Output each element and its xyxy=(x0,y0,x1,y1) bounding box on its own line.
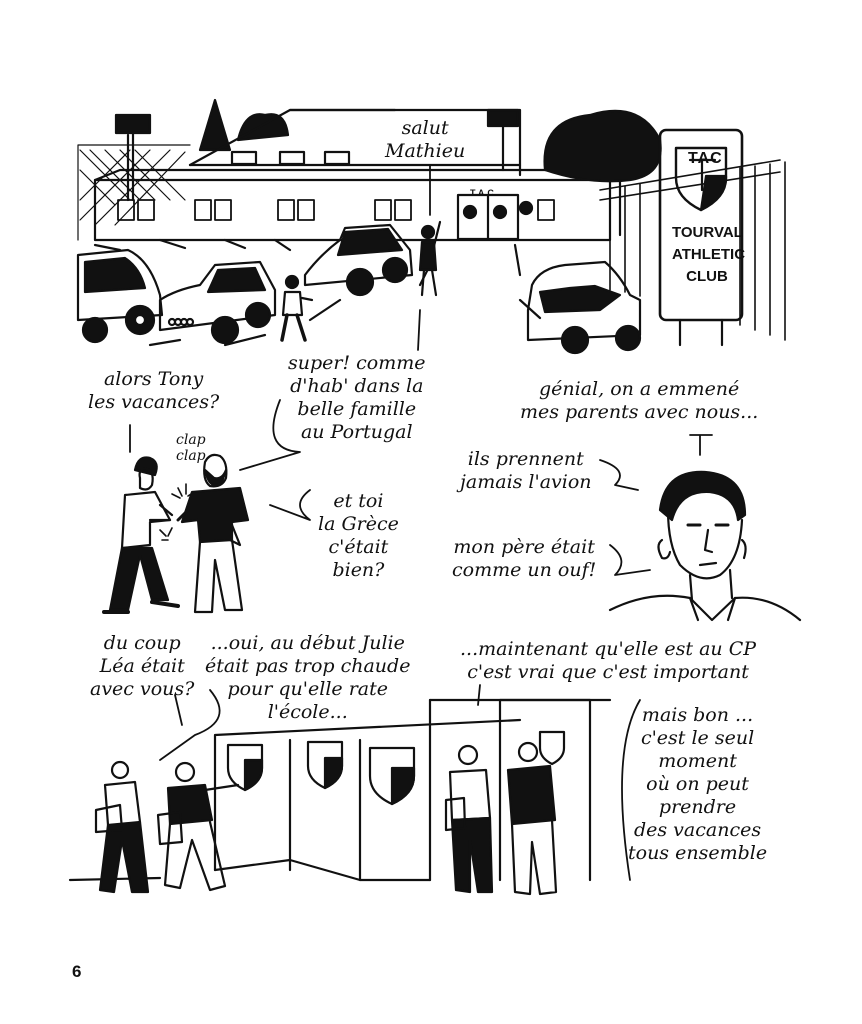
bubble-line: tous ensemble xyxy=(628,842,768,864)
parking-lines xyxy=(93,238,542,347)
bubble-line: ils prennent xyxy=(467,448,584,470)
bubble-line: mon père était xyxy=(453,536,595,558)
car-center xyxy=(303,223,414,297)
bubble-line: clap xyxy=(176,432,206,448)
man-waving xyxy=(418,220,442,297)
car-left xyxy=(76,248,164,344)
bubble-line: l'école... xyxy=(267,701,348,723)
bubble-line: moment xyxy=(658,750,737,772)
bubble-line: mais bon ... xyxy=(641,704,754,726)
bubble-line: où on peut xyxy=(646,773,749,795)
bush-tree xyxy=(236,113,290,142)
bubble-line: alors Tony xyxy=(103,368,204,390)
bubble-line: au Portugal xyxy=(300,421,413,443)
tree-right xyxy=(543,109,662,183)
tac-shield-2 xyxy=(306,740,344,790)
parking-scene xyxy=(76,98,786,355)
bubble-cp: ...maintenant qu'elle est au CP c'est vr… xyxy=(460,638,756,684)
bubble-line: des vacances xyxy=(633,819,762,841)
bubble-line: les vacances? xyxy=(88,391,220,413)
bubble-line: Mathieu xyxy=(385,140,466,162)
bubble-line: pour qu'elle rate xyxy=(227,678,388,700)
bubble-line: bien? xyxy=(332,559,385,581)
corridor-left xyxy=(68,718,522,894)
bubble-avion: ils prennent jamais l'avion xyxy=(460,448,592,494)
bubble-line: jamais l'avion xyxy=(460,471,592,493)
bubble-tails xyxy=(129,164,713,881)
bubble-line: c'est vrai que c'est important xyxy=(467,661,749,683)
bubble-line: ...oui, au début Julie xyxy=(210,632,405,654)
pine-tree xyxy=(198,98,232,152)
walker-2 xyxy=(156,761,240,892)
portrait-closeup xyxy=(608,470,802,622)
bubble-pere: mon père était comme un ouf! xyxy=(452,536,596,582)
bubble-line: salut xyxy=(401,117,449,139)
car-audi xyxy=(158,260,277,345)
car-right xyxy=(526,260,642,355)
bubble-super: super! comme d'hab' dans la belle famill… xyxy=(288,352,426,444)
bubble-line: prendre xyxy=(658,796,737,818)
tac-shield-1 xyxy=(226,743,264,792)
floodlight-right xyxy=(486,108,520,172)
clap-sparkle xyxy=(159,483,195,541)
building-windows xyxy=(117,199,555,221)
bubble-julie: ...oui, au début Julie était pas trop ch… xyxy=(205,632,410,724)
building-label: TAC xyxy=(470,188,497,198)
bubble-line: belle famille xyxy=(297,398,417,420)
walker-3 xyxy=(444,744,494,894)
bubble-line: c'est le seul xyxy=(640,727,755,749)
bubble-grece: et toi la Grèce c'était bien? xyxy=(318,490,399,582)
page-number: 6 xyxy=(72,962,82,981)
bubble-line: Léa était xyxy=(99,655,185,677)
bubble-salut: salut Mathieu xyxy=(385,117,465,163)
bubble-tony: alors Tony les vacances? xyxy=(88,368,219,414)
bubble-line: et toi xyxy=(333,490,384,512)
walker-4 xyxy=(506,741,558,896)
bubble-line: du coup xyxy=(103,632,181,654)
bubble-line: c'était xyxy=(328,536,389,558)
sign-line-2: ATHLETIC xyxy=(672,246,746,263)
shield-door xyxy=(538,730,566,766)
walker-1 xyxy=(94,760,150,894)
bubble-seul: mais bon ... c'est le seul moment où on … xyxy=(628,704,767,865)
fence-right xyxy=(599,159,786,341)
corridor-right xyxy=(428,698,612,896)
bubble-genial: génial, on a emmené mes parents avec nou… xyxy=(520,378,758,424)
sign-line-1: TOURVAL xyxy=(672,224,743,241)
bubble-line: mes parents avec nous... xyxy=(520,401,759,423)
bubble-line: était pas trop chaude xyxy=(205,655,411,677)
floodlight-left xyxy=(114,113,152,202)
bubble-line: génial, on a emmené xyxy=(539,378,740,400)
man-walking xyxy=(280,274,314,342)
bubble-line: d'hab' dans la xyxy=(290,375,424,397)
bubble-line: avec vous? xyxy=(90,678,195,700)
bubble-line: ...maintenant qu'elle est au CP xyxy=(460,638,757,660)
bubble-line: super! comme xyxy=(288,352,426,374)
tac-shield-3 xyxy=(368,746,416,806)
sign-board xyxy=(658,128,744,322)
tony-figure xyxy=(102,456,180,614)
handshake-scene xyxy=(102,453,250,614)
bubble-lea: du coup Léa était avec vous? xyxy=(90,632,194,701)
bubble-line: la Grèce xyxy=(318,513,399,535)
bubble-line: comme un ouf! xyxy=(452,559,597,581)
bubble-clap: clap clap xyxy=(176,432,206,464)
sign-text: TOURVAL ATHLETIC CLUB xyxy=(672,222,746,288)
bubble-line: clap xyxy=(176,448,206,464)
mathieu-figure xyxy=(176,453,250,614)
sign-logo-text: TAC xyxy=(688,150,723,167)
sign-line-3: CLUB xyxy=(686,268,728,285)
